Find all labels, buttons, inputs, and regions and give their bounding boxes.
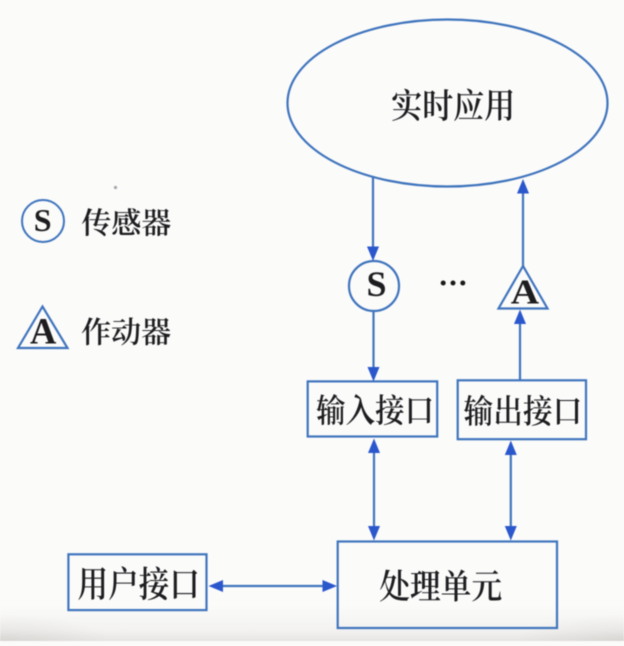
svg-text:A: A (511, 273, 539, 312)
svg-text:S: S (366, 264, 386, 304)
svg-text:A: A (30, 311, 57, 352)
svg-text:S: S (34, 202, 52, 238)
